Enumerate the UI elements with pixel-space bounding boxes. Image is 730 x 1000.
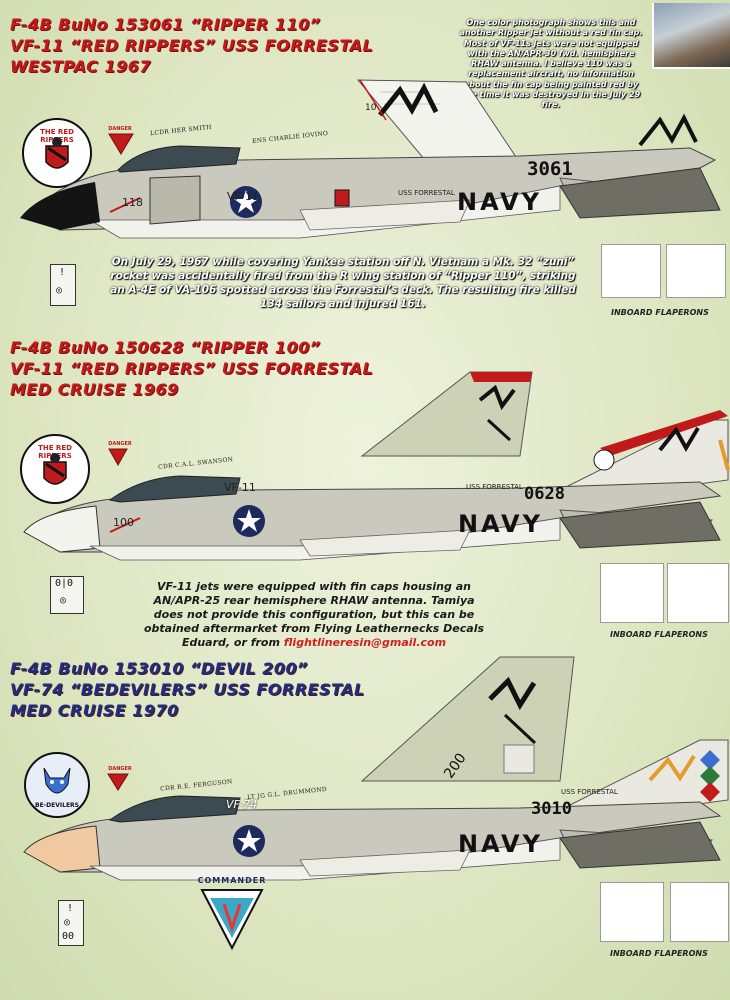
navy-title-2: NAVY	[458, 510, 543, 538]
red-rippers-badge: THE RED RIPPERS	[22, 118, 92, 188]
danger-marking-3: DANGER	[108, 766, 132, 772]
flaperons-label: INBOARD FLAPERONS	[611, 308, 709, 317]
flaperon-left-2	[600, 563, 664, 623]
flaperon-left	[601, 244, 661, 298]
buno-serial: 3061	[527, 158, 573, 180]
fin-number: 10	[365, 103, 377, 113]
flaperon-right-2	[667, 563, 729, 623]
boar-shield-icon-2	[43, 453, 67, 485]
navy-title: NAVY	[457, 188, 542, 216]
email-link[interactable]: flightlineresin@gmail.com	[283, 636, 447, 649]
ship-name-3: USS FORRESTAL	[561, 788, 618, 796]
modex-number: 118	[122, 196, 143, 209]
section-2-caption: VF-11 jets were equipped with fin caps h…	[143, 580, 485, 649]
danger-triangle-icon-3	[107, 773, 129, 791]
stencil-symbol-2: 0|0 ◎	[50, 576, 84, 614]
buno-serial-3: 3010	[531, 799, 572, 819]
aircraft-ripper-100	[23, 410, 730, 561]
flaperons-label-3: INBOARD FLAPERONS	[610, 949, 708, 958]
flaperon-right	[666, 244, 726, 298]
flaperon-right-3	[670, 882, 729, 942]
flaperon-left-3	[600, 882, 664, 942]
danger-marking-2: DANGER	[108, 441, 132, 447]
section-2-title: F-4B BuNo 150628 “RIPPER 100” VF-11 “RED…	[10, 338, 374, 399]
red-rippers-badge-2: THE RED RIPPERS	[20, 434, 90, 504]
ship-name: USS FORRESTAL	[398, 189, 455, 197]
stencil-symbol-3: ! ◎ 00	[58, 900, 84, 946]
squadron-code: VF-11	[227, 190, 259, 203]
danger-marking: DANGER	[108, 126, 132, 132]
section-1-story: On July 29, 1967 while covering Yankee s…	[110, 256, 576, 310]
squadron-code-2: VF-11	[224, 481, 256, 494]
section-3-title: F-4B BuNo 153010 “DEVIL 200” VF-74 “BEDE…	[10, 659, 365, 720]
squadron-code-3: VF-74	[226, 798, 258, 811]
stencil-symbol: ! ◎	[50, 264, 76, 306]
aircraft-ripper-110	[20, 79, 721, 239]
aircraft-devil-200	[23, 739, 729, 881]
reference-photo	[652, 3, 730, 69]
boar-shield-icon	[45, 137, 69, 169]
danger-triangle-icon-2	[108, 448, 128, 466]
fin-detail-devil-200	[360, 656, 575, 782]
danger-triangle-icon	[108, 133, 134, 155]
bedevilers-badge: BE-DEVILERS	[24, 752, 90, 818]
navy-title-3: NAVY	[458, 830, 543, 858]
section-1-title: F-4B BuNo 153061 “RIPPER 110” VF-11 “RED…	[10, 15, 374, 76]
ship-name-2: USS FORRESTAL	[466, 483, 523, 491]
modex-number-2: 100	[113, 516, 134, 529]
fin-detail-ripper-100	[360, 371, 533, 457]
commander-label: COMMANDER	[197, 876, 267, 885]
section-1-note: One color photograph shows this and anot…	[459, 18, 643, 110]
commander-triangle-badge	[200, 889, 264, 950]
flaperons-label-2: INBOARD FLAPERONS	[610, 630, 708, 639]
devil-head-icon	[43, 767, 71, 794]
buno-serial-2: 0628	[524, 484, 565, 504]
